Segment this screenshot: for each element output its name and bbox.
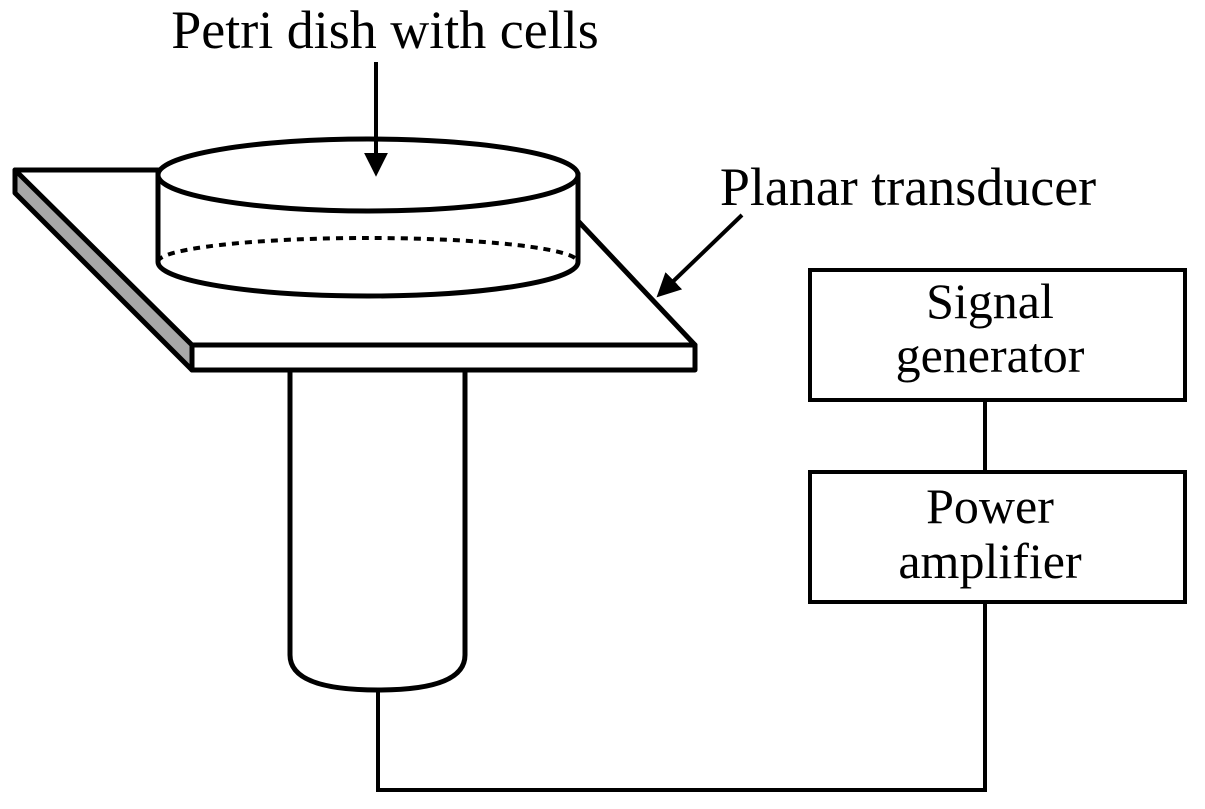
connection-cable [376,602,987,792]
power-amplifier-label-line2: amplifier [898,533,1082,589]
petri-dish-label: Petri dish with cells [171,0,598,60]
planar-transducer-arrow [656,213,744,298]
power-amplifier-label-line1: Power [926,478,1054,534]
signal-generator-label-line1: Signal [926,273,1054,329]
petri-dish [155,136,581,299]
power-amplifier-box: Power amplifier [808,470,1187,604]
planar-transducer-label: Planar transducer [720,157,1096,217]
plate-front-edge [189,342,698,373]
signal-generator-label-line2: generator [896,327,1085,383]
transducer-cylinder [287,365,468,693]
signal-generator-box: Signal generator [808,268,1187,402]
